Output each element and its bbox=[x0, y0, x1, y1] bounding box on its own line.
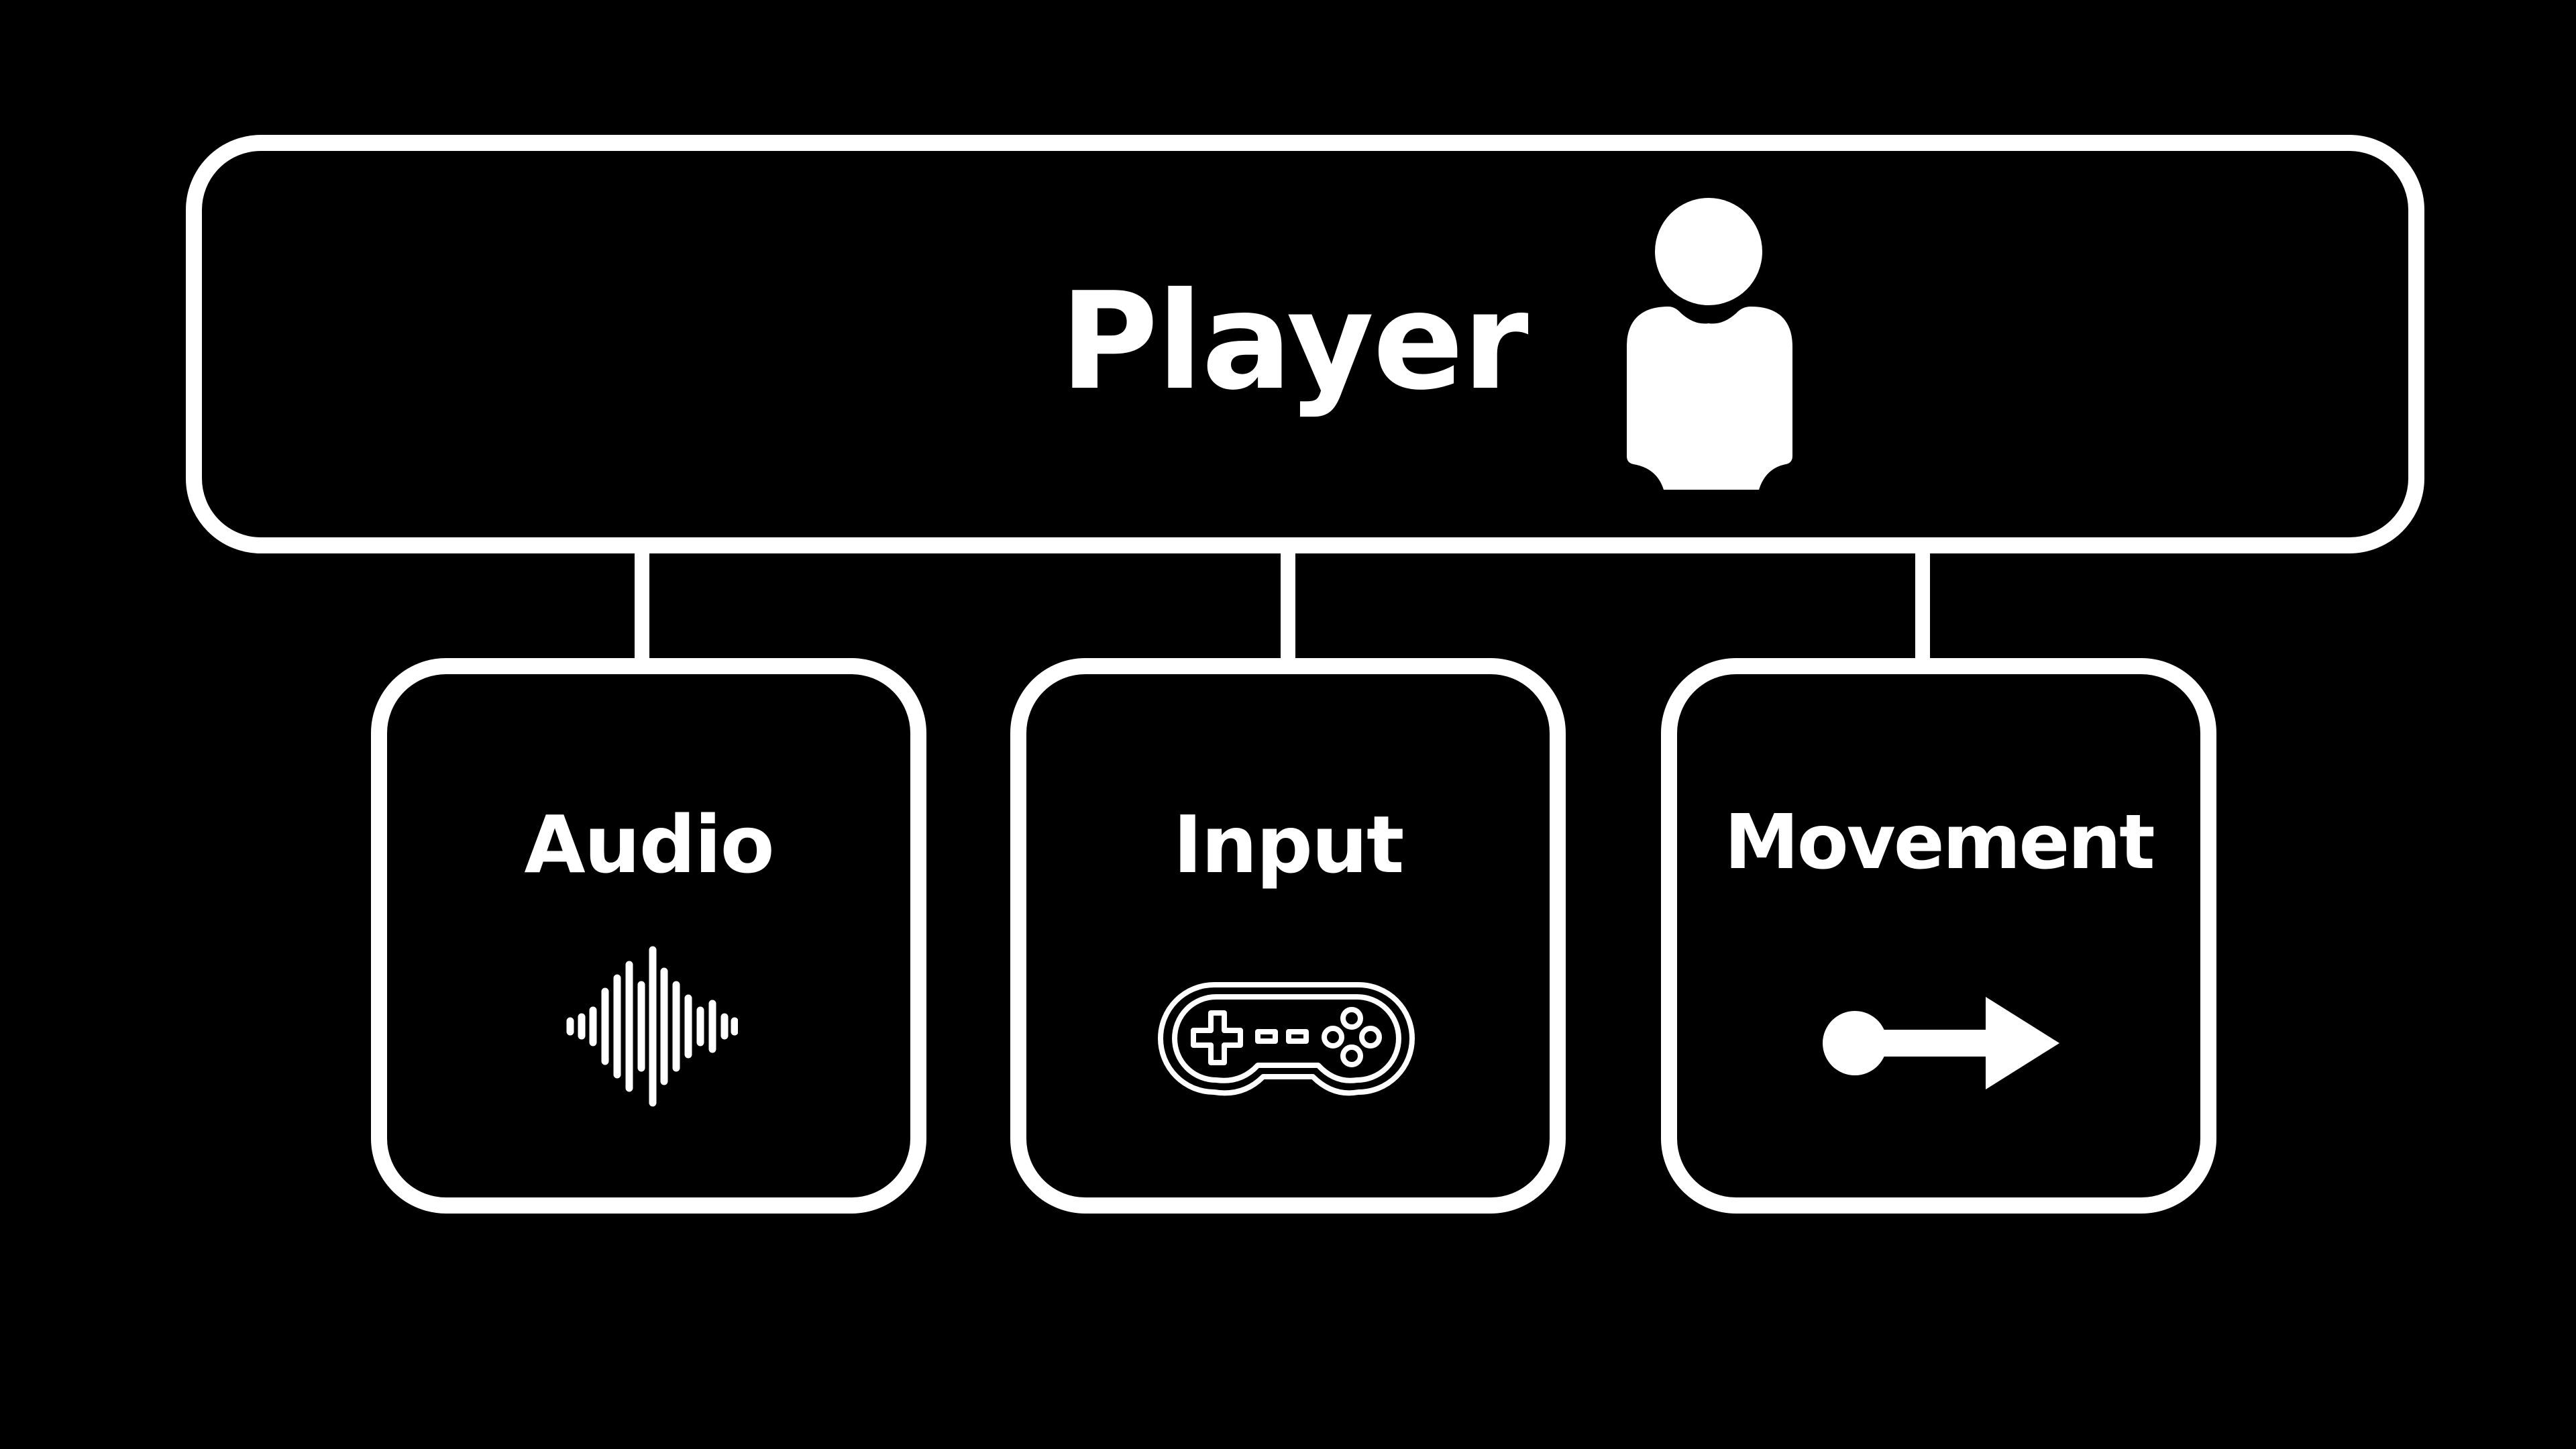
gamepad-icon bbox=[1158, 982, 1415, 1096]
movement-label: Movement bbox=[1724, 799, 2155, 886]
audio-node bbox=[371, 658, 926, 1214]
input-node bbox=[1010, 658, 1566, 1214]
connector-player-input bbox=[1281, 550, 1295, 663]
player-title: Player bbox=[1060, 264, 1529, 420]
movement-node bbox=[1661, 658, 2216, 1214]
input-label: Input bbox=[1173, 798, 1405, 891]
connector-player-movement bbox=[1915, 550, 1930, 663]
audio-label: Audio bbox=[524, 798, 774, 891]
player-node bbox=[186, 135, 2424, 553]
connector-player-audio bbox=[635, 550, 649, 663]
person-icon bbox=[1627, 198, 1792, 490]
waveform-icon bbox=[566, 946, 738, 1107]
arrow-right-icon bbox=[1823, 997, 2059, 1089]
